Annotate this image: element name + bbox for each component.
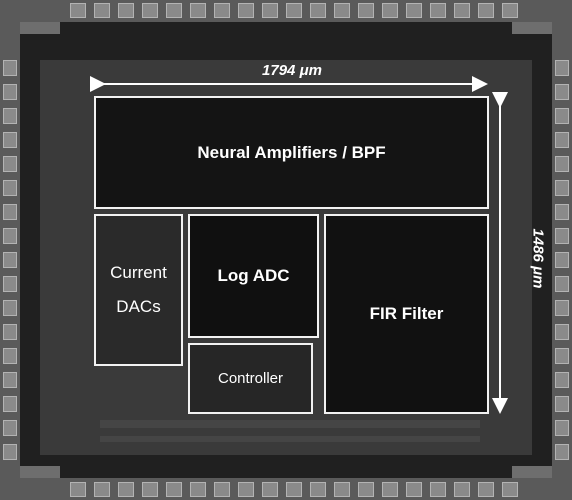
bond-pad xyxy=(3,372,17,388)
bond-pad xyxy=(555,324,569,340)
fir-filter-block: FIR Filter xyxy=(324,214,489,414)
bond-pad xyxy=(3,276,17,292)
bond-pad xyxy=(555,108,569,124)
log-adc-block: Log ADC xyxy=(188,214,319,338)
bond-pad xyxy=(358,3,374,18)
bond-pad xyxy=(262,482,278,497)
bond-pad xyxy=(555,252,569,268)
bond-pad xyxy=(3,420,17,436)
bond-pad xyxy=(3,132,17,148)
bond-pad xyxy=(3,228,17,244)
bond-pad xyxy=(478,3,494,18)
routing-texture xyxy=(100,420,480,428)
corner-structure-tr xyxy=(512,22,552,34)
neural-amplifiers-block: Neural Amplifiers / BPF xyxy=(94,96,489,209)
bond-pad xyxy=(310,482,326,497)
corner-structure-bl xyxy=(20,466,60,478)
corner-structure-tl xyxy=(20,22,60,34)
bond-pad xyxy=(286,482,302,497)
bond-pad xyxy=(502,482,518,497)
bond-pad xyxy=(3,108,17,124)
bond-pad xyxy=(430,482,446,497)
bond-pad xyxy=(3,324,17,340)
bond-pad xyxy=(555,300,569,316)
bond-pad xyxy=(3,156,17,172)
bond-pad xyxy=(555,204,569,220)
bond-pad xyxy=(70,482,86,497)
bond-pad xyxy=(142,3,158,18)
bond-pad xyxy=(166,3,182,18)
bond-pad xyxy=(334,482,350,497)
bond-pad xyxy=(3,84,17,100)
bond-pad xyxy=(3,300,17,316)
bond-pad xyxy=(555,348,569,364)
bond-pad xyxy=(454,482,470,497)
bond-pad xyxy=(3,396,17,412)
height-dimension-label: 1486 μm xyxy=(529,228,547,289)
bond-pad xyxy=(406,3,422,18)
bond-pad xyxy=(190,482,206,497)
bond-pad xyxy=(555,276,569,292)
fir-filter-label: FIR Filter xyxy=(369,304,444,323)
bond-pad xyxy=(555,180,569,196)
bond-pad xyxy=(94,3,110,18)
bond-pad xyxy=(238,482,254,497)
bond-pad xyxy=(310,3,326,18)
bond-pad xyxy=(334,3,350,18)
bond-pad xyxy=(3,444,17,460)
bond-pad xyxy=(118,482,134,497)
neural-amplifiers-label: Neural Amplifiers / BPF xyxy=(197,142,386,162)
bond-pad xyxy=(286,3,302,18)
controller-block: Controller xyxy=(188,343,313,414)
bond-pad xyxy=(382,3,398,18)
bond-pad xyxy=(358,482,374,497)
bond-pad xyxy=(555,228,569,244)
bond-pad xyxy=(555,372,569,388)
width-dimension-label: 1794 μm xyxy=(262,62,322,79)
bond-pad xyxy=(214,3,230,18)
bond-pad xyxy=(3,348,17,364)
bond-pad xyxy=(555,156,569,172)
bond-pad xyxy=(94,482,110,497)
bond-pad xyxy=(214,482,230,497)
bond-pad xyxy=(430,3,446,18)
current-dacs-block: Current DACs xyxy=(94,214,183,366)
bond-pad xyxy=(118,3,134,18)
bond-pad xyxy=(555,132,569,148)
bond-pad xyxy=(70,3,86,18)
bond-pad xyxy=(555,420,569,436)
bond-pad xyxy=(262,3,278,18)
bond-pad xyxy=(3,60,17,76)
bond-pad xyxy=(3,180,17,196)
bond-pad xyxy=(502,3,518,18)
bond-pad xyxy=(555,60,569,76)
routing-texture xyxy=(100,436,480,442)
controller-label: Controller xyxy=(217,370,284,387)
bond-pad xyxy=(478,482,494,497)
bond-pad xyxy=(142,482,158,497)
bond-pad xyxy=(190,3,206,18)
bond-pad xyxy=(238,3,254,18)
bond-pad xyxy=(555,396,569,412)
bond-pad xyxy=(406,482,422,497)
bond-pad xyxy=(3,252,17,268)
bond-pad xyxy=(454,3,470,18)
corner-structure-br xyxy=(512,466,552,478)
current-dacs-label: Current DACs xyxy=(110,263,167,316)
bond-pad xyxy=(555,84,569,100)
bond-pad xyxy=(382,482,398,497)
bond-pad xyxy=(3,204,17,220)
log-adc-label: Log ADC xyxy=(217,266,290,285)
bond-pad xyxy=(166,482,182,497)
bond-pad xyxy=(555,444,569,460)
